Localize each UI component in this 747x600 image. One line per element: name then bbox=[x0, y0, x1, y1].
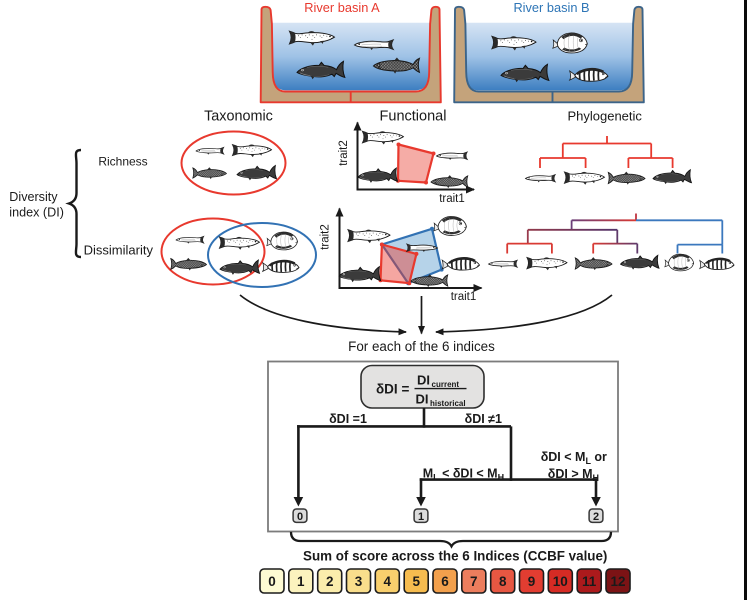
svg-text:DI: DI bbox=[417, 373, 430, 388]
svg-text:1: 1 bbox=[418, 511, 424, 523]
svg-text:trait2: trait2 bbox=[320, 224, 332, 250]
svg-text:δDI < ML or: δDI < ML or bbox=[541, 450, 607, 466]
svg-text:ML < δDI < MH: ML < δDI < MH bbox=[423, 467, 504, 483]
svg-text:8: 8 bbox=[499, 574, 507, 589]
svg-text:9: 9 bbox=[528, 574, 536, 589]
svg-text:δDI ≠1: δDI ≠1 bbox=[465, 412, 502, 426]
svg-text:3: 3 bbox=[355, 574, 363, 589]
svg-text:trait1: trait1 bbox=[439, 193, 465, 205]
svg-text:Taxonomic: Taxonomic bbox=[204, 109, 273, 125]
svg-text:Sum of score across the 6 Indi: Sum of score across the 6 Indices (CCBF … bbox=[303, 549, 607, 564]
svg-text:Functional: Functional bbox=[380, 109, 447, 125]
svg-text:Dissimilarity: Dissimilarity bbox=[84, 243, 154, 258]
svg-text:10: 10 bbox=[553, 574, 568, 589]
svg-text:trait2: trait2 bbox=[338, 140, 350, 166]
svg-text:12: 12 bbox=[610, 574, 625, 589]
svg-text:11: 11 bbox=[582, 574, 597, 589]
svg-text:trait1: trait1 bbox=[451, 291, 477, 303]
svg-text:4: 4 bbox=[384, 574, 392, 589]
svg-text:0: 0 bbox=[297, 511, 303, 523]
svg-text:For each of the 6 indices: For each of the 6 indices bbox=[348, 339, 495, 354]
svg-text:River basin A: River basin A bbox=[304, 0, 380, 15]
svg-text:River basin B: River basin B bbox=[513, 0, 589, 15]
svg-text:index (DI): index (DI) bbox=[9, 205, 64, 219]
svg-text:DI: DI bbox=[416, 392, 429, 407]
svg-text:0: 0 bbox=[268, 574, 276, 589]
svg-text:Richness: Richness bbox=[98, 155, 147, 169]
svg-text:1: 1 bbox=[297, 574, 305, 589]
svg-text:6: 6 bbox=[441, 574, 449, 589]
svg-text:δDI =: δDI = bbox=[376, 382, 409, 397]
svg-text:5: 5 bbox=[412, 574, 420, 589]
svg-text:2: 2 bbox=[593, 511, 599, 523]
svg-text:δDI > MH: δDI > MH bbox=[548, 467, 599, 483]
svg-text:7: 7 bbox=[470, 574, 478, 589]
svg-text:δDI =1: δDI =1 bbox=[329, 412, 367, 426]
svg-text:Diversity: Diversity bbox=[9, 190, 58, 204]
svg-text:historical: historical bbox=[430, 399, 466, 408]
svg-text:Phylogenetic: Phylogenetic bbox=[567, 109, 642, 124]
svg-text:current: current bbox=[432, 380, 460, 389]
svg-text:2: 2 bbox=[326, 574, 334, 589]
